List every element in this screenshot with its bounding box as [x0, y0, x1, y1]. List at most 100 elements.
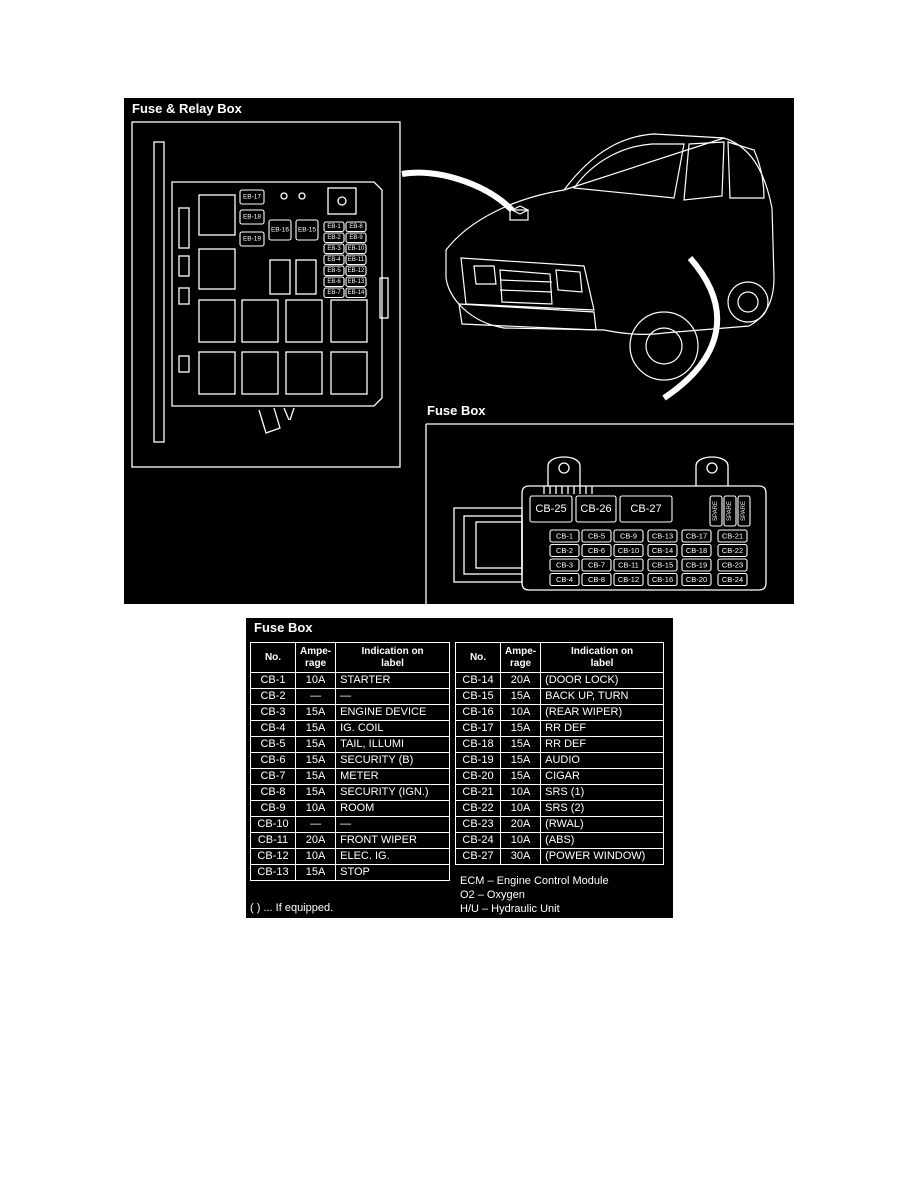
fuse-number: CB-17: [455, 720, 501, 737]
fuse-indication: —: [335, 816, 450, 833]
relay-fuse-slot: EB-7: [323, 287, 345, 299]
fuse-number: CB-4: [250, 720, 296, 737]
fuse-amperage: 15A: [294, 768, 337, 785]
if-equipped-footnote: ( ) ... If equipped.: [250, 902, 334, 914]
relay-fuse-slot: EB-14: [345, 287, 367, 299]
fuse-slot: CB-21: [717, 529, 748, 543]
fuse-slot-label: CB-14: [652, 546, 673, 555]
fuse-number: CB-6: [250, 752, 296, 769]
fuse-slot: CB-1: [549, 529, 580, 543]
fuse-number: CB-24: [455, 832, 501, 849]
fuse-slot-label: CB-22: [722, 546, 743, 555]
relay-fuse-slot-label: EB-19: [243, 236, 261, 243]
fuse-slot: CB-5: [581, 529, 612, 543]
fuse-indication: (REAR WIPER): [540, 704, 664, 721]
fuse-slot: CB-19: [681, 558, 712, 572]
fuse-indication: TAIL, ILLUMI: [335, 736, 450, 753]
fuse-slot-label: CB-11: [618, 561, 639, 570]
fuse-slot: CB-17: [681, 529, 712, 543]
fuse-amperage: 10A: [294, 848, 337, 865]
relay-fuse-slot: EB-8: [345, 221, 367, 233]
fuse-amperage: 10A: [294, 672, 337, 689]
fuse-slot-label: CB-21: [722, 532, 743, 541]
legend-hu: H/U – Hydraulic Unit: [460, 903, 560, 915]
fuse-number: CB-11: [250, 832, 296, 849]
fuse-slot: CB-16: [647, 572, 678, 587]
relay-fuse-slot: EB-18: [239, 209, 265, 225]
fuse-slot-large: CB-25: [529, 495, 573, 523]
relay-fuse-slot-label: EB-18: [243, 214, 261, 221]
fuse-slot: CB-13: [647, 529, 678, 543]
table-header-row: No. Ampe- rage Indication on label: [455, 642, 664, 673]
fuse-indication: SECURITY (IGN.): [335, 784, 450, 801]
fuse-number: CB-7: [250, 768, 296, 785]
relay-fuse-slot: EB-5: [323, 265, 345, 277]
fuse-amperage: 15A: [499, 720, 542, 737]
fuse-slot: CB-15: [647, 558, 678, 572]
fuse-amperage: 15A: [294, 752, 337, 769]
fuse-amperage: 15A: [499, 688, 542, 705]
header-no: No.: [455, 642, 501, 673]
relay-fuse-slot: EB-15: [295, 219, 319, 241]
fuse-amperage: 15A: [294, 784, 337, 801]
relay-fuse-slot: EB-2: [323, 232, 345, 244]
relay-fuse-slot-label: EB-15: [298, 227, 316, 234]
relay-fuse-slot-label: EB-3: [327, 246, 341, 252]
fuse-amperage: 10A: [499, 704, 542, 721]
fuse-amperage: —: [294, 688, 337, 705]
relay-fuse-slot: EB-3: [323, 243, 345, 255]
fuse-indication: BACK UP, TURN: [540, 688, 664, 705]
fuse-slot-spare: SPARE: [737, 495, 751, 527]
relay-fuse-slot-label: EB-14: [348, 290, 365, 296]
fuse-slot-label: CB-5: [588, 532, 605, 541]
fuse-indication: (POWER WINDOW): [540, 848, 664, 865]
table-row: CB-10——: [250, 816, 450, 833]
relay-fuse-slot-label: EB-17: [243, 194, 261, 201]
fuse-indication: STOP: [335, 864, 450, 881]
fuse-slot: CB-3: [549, 558, 580, 572]
relay-fuse-slot-label: EB-12: [348, 268, 365, 274]
relay-fuse-slot-label: EB-16: [271, 227, 289, 234]
fuse-indication: METER: [335, 768, 450, 785]
fuse-box-drawing: [425, 423, 794, 604]
fuse-amperage: 15A: [294, 704, 337, 721]
fuse-indication: CIGAR: [540, 768, 664, 785]
fuse-slot-label: CB-6: [588, 546, 605, 555]
fuse-number: CB-2: [250, 688, 296, 705]
relay-fuse-slot: EB-10: [345, 243, 367, 255]
legend-ecm: ECM – Engine Control Module: [460, 875, 609, 887]
fuse-amperage: 20A: [294, 832, 337, 849]
table-header-row: No. Ampe- rage Indication on label: [250, 642, 450, 673]
relay-fuse-slot-label: EB-7: [327, 290, 341, 296]
relay-fuse-slot-label: EB-2: [327, 235, 341, 241]
relay-fuse-slot: EB-17: [239, 189, 265, 205]
relay-fuse-slot: EB-19: [239, 231, 265, 247]
fuse-indication: SECURITY (B): [335, 752, 450, 769]
fuse-indication: STARTER: [335, 672, 450, 689]
fuse-amperage: 15A: [294, 720, 337, 737]
fuse-number: CB-27: [455, 848, 501, 865]
fuse-slot: CB-2: [549, 543, 580, 558]
fuse-slot-label: CB-8: [588, 575, 605, 584]
fuse-number: CB-9: [250, 800, 296, 817]
fuse-slot: CB-4: [549, 572, 580, 587]
fuse-slot: CB-10: [613, 543, 644, 558]
fuse-slot-label: CB-3: [556, 561, 573, 570]
fuse-number: CB-15: [455, 688, 501, 705]
fuse-slot: CB-11: [613, 558, 644, 572]
table-row: CB-2——: [250, 688, 450, 705]
